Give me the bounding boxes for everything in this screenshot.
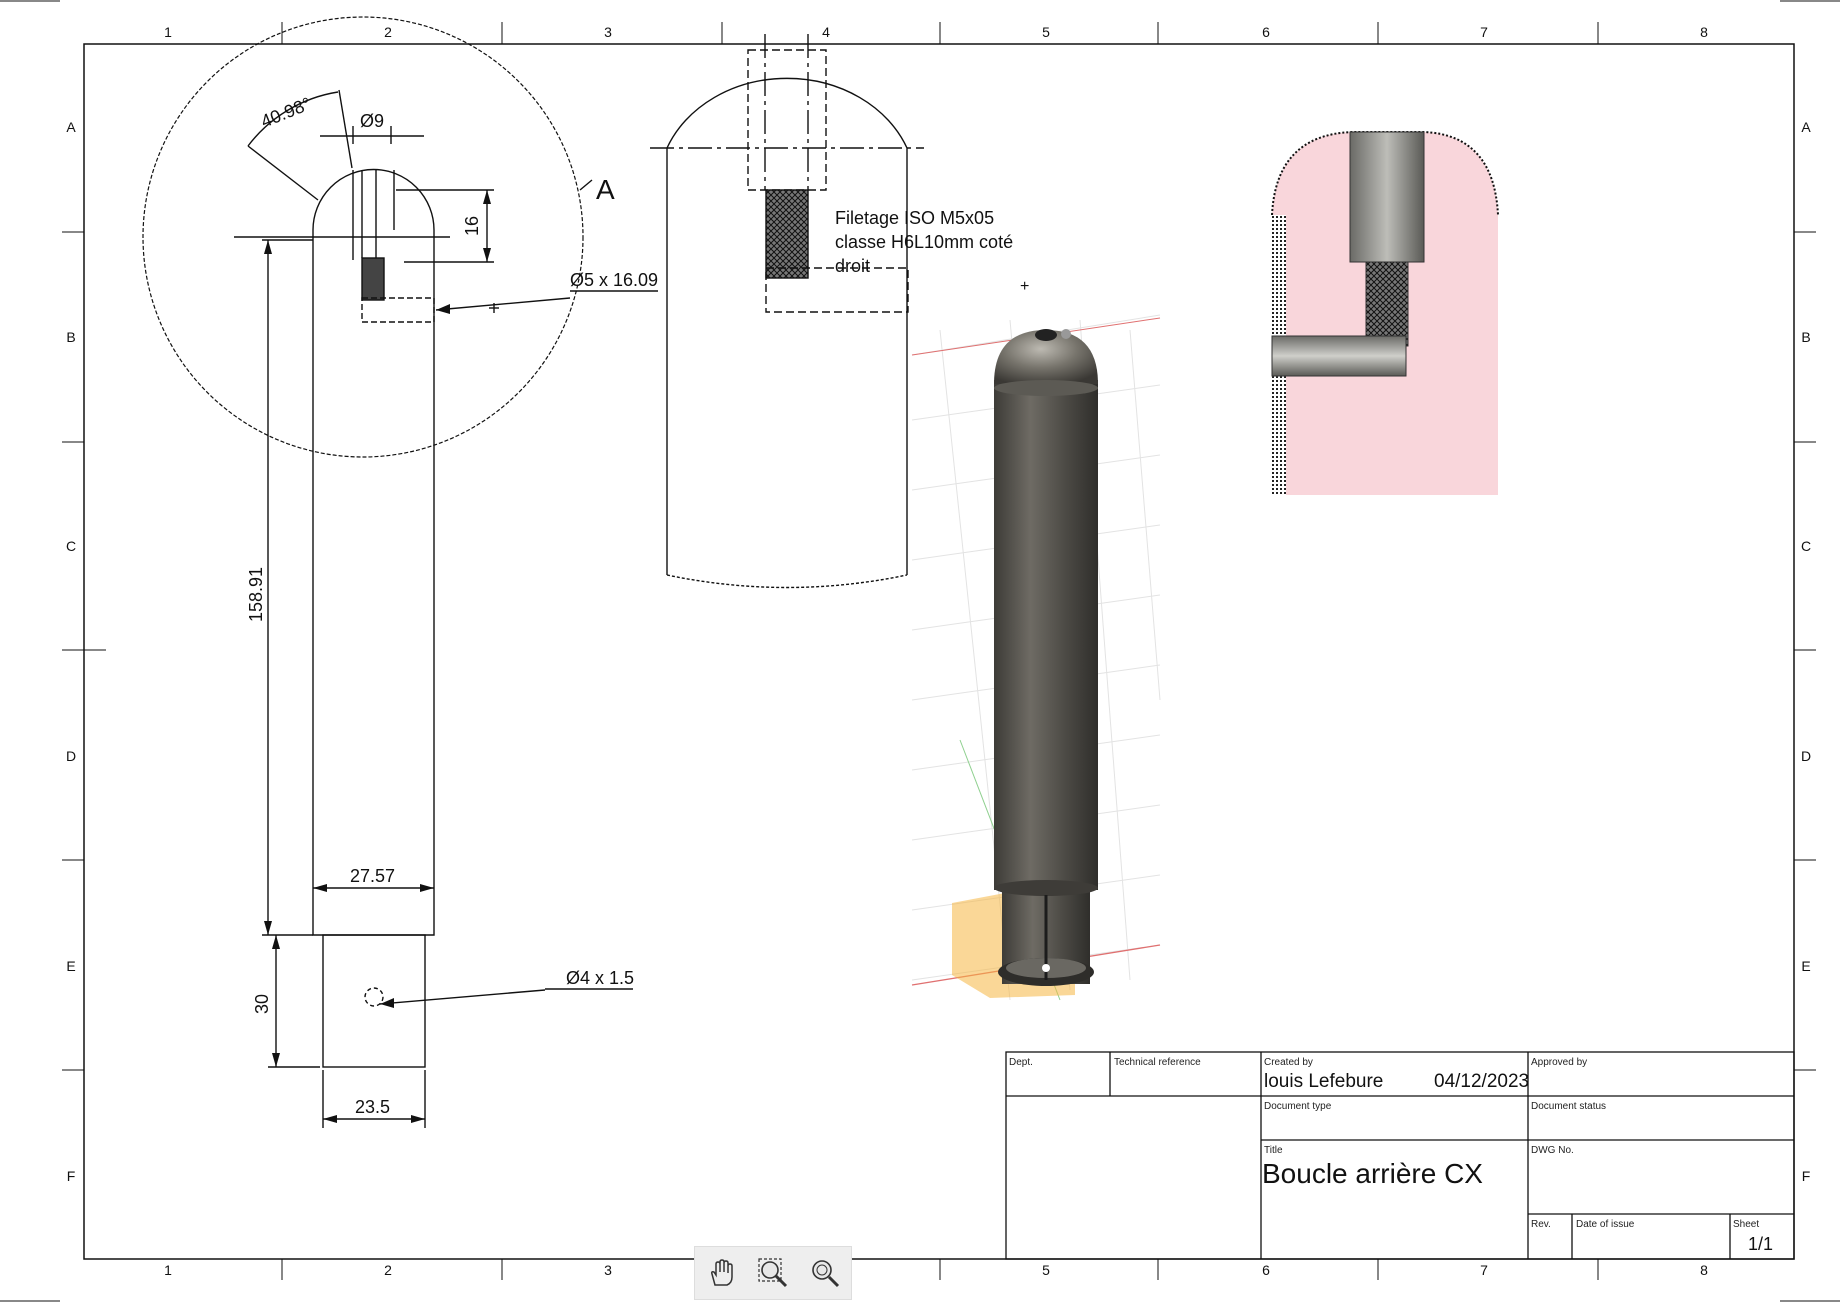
col-label-5-bottom: 5 — [1042, 1262, 1050, 1278]
row-label-a-right: A — [1801, 119, 1811, 135]
crosshair-marker: + — [1020, 278, 1030, 295]
document-status-label: Document status — [1531, 1101, 1607, 1112]
row-label-b-left: B — [66, 329, 76, 345]
drawing-title: Boucle arrière CX — [1262, 1158, 1483, 1189]
dept-label: Dept. — [1009, 1057, 1033, 1068]
view-toolbar — [694, 1246, 852, 1300]
document-type-label: Document type — [1264, 1101, 1332, 1112]
col-label-7-top: 7 — [1480, 24, 1488, 40]
drawing-border — [83, 43, 1795, 1260]
sheet-label: Sheet — [1733, 1219, 1760, 1230]
col-label-6-bottom: 6 — [1262, 1262, 1270, 1278]
approved-by-label: Approved by — [1531, 1057, 1588, 1068]
row-label-d-left: D — [65, 748, 77, 764]
row-label-e-left: E — [66, 958, 76, 974]
sheet-value: 1/1 — [1748, 1234, 1774, 1254]
created-date-value: 04/12/2023 — [1434, 1071, 1530, 1092]
hole-dimension: Ø4 x 1.5 — [566, 968, 635, 988]
thread-note: Filetage ISO M5x05 classe H6L10mm coté d… — [835, 208, 1014, 276]
detail-view — [1271, 131, 1499, 495]
row-label-b-right: B — [1801, 329, 1811, 345]
model-preview — [911, 314, 1161, 1001]
row-label-f-left: F — [66, 1168, 76, 1184]
col-label-2-bottom: 2 — [384, 1262, 392, 1278]
zoom-icon[interactable] — [806, 1254, 844, 1292]
col-label-5-top: 5 — [1042, 24, 1050, 40]
col-label-2-top: 2 — [384, 24, 392, 40]
front-view — [142, 16, 658, 1128]
created-by-label: Created by — [1264, 1057, 1313, 1068]
col-label-6-top: 6 — [1262, 24, 1270, 40]
row-label-e-right: E — [1801, 958, 1811, 974]
col-label-3-bottom: 3 — [604, 1262, 612, 1278]
col-label-8-top: 8 — [1700, 24, 1708, 40]
top-diameter-dimension: Ø9 — [360, 111, 385, 131]
head-length-dimension: 16 — [462, 215, 482, 236]
col-label-4-top: 4 — [822, 24, 830, 40]
col-label-1-top: 1 — [164, 24, 172, 40]
col-label-1-bottom: 1 — [164, 1262, 172, 1278]
title-block — [1005, 1051, 1795, 1260]
dwg-number-label: DWG No. — [1531, 1145, 1574, 1156]
end-width-dimension: 23.5 — [355, 1097, 391, 1117]
section-view — [650, 34, 924, 589]
created-by-value: louis Lefebure — [1264, 1071, 1384, 1092]
row-label-f-right: F — [1801, 1168, 1811, 1184]
col-label-3-top: 3 — [604, 24, 612, 40]
techref-label: Technical reference — [1114, 1057, 1201, 1068]
title-label: Title — [1264, 1145, 1283, 1156]
row-label-d-right: D — [1800, 748, 1812, 764]
col-label-7-bottom: 7 — [1480, 1262, 1488, 1278]
zoom-window-icon[interactable] — [754, 1254, 792, 1292]
detail-label: A — [596, 174, 615, 205]
row-label-c-right: C — [1800, 538, 1812, 554]
body-width-dimension: 27.57 — [350, 866, 396, 886]
date-of-issue-label: Date of issue — [1576, 1219, 1635, 1230]
end-length-dimension: 30 — [252, 993, 272, 1014]
row-label-c-left: C — [65, 538, 77, 554]
total-length-dimension: 158.91 — [246, 566, 266, 622]
col-label-8-bottom: 8 — [1700, 1262, 1708, 1278]
thread-dimension: Ø5 x 16.09 — [570, 270, 659, 290]
revision-label: Rev. — [1531, 1219, 1551, 1230]
row-label-a-left: A — [66, 119, 76, 135]
pan-tool-icon[interactable] — [702, 1254, 740, 1292]
